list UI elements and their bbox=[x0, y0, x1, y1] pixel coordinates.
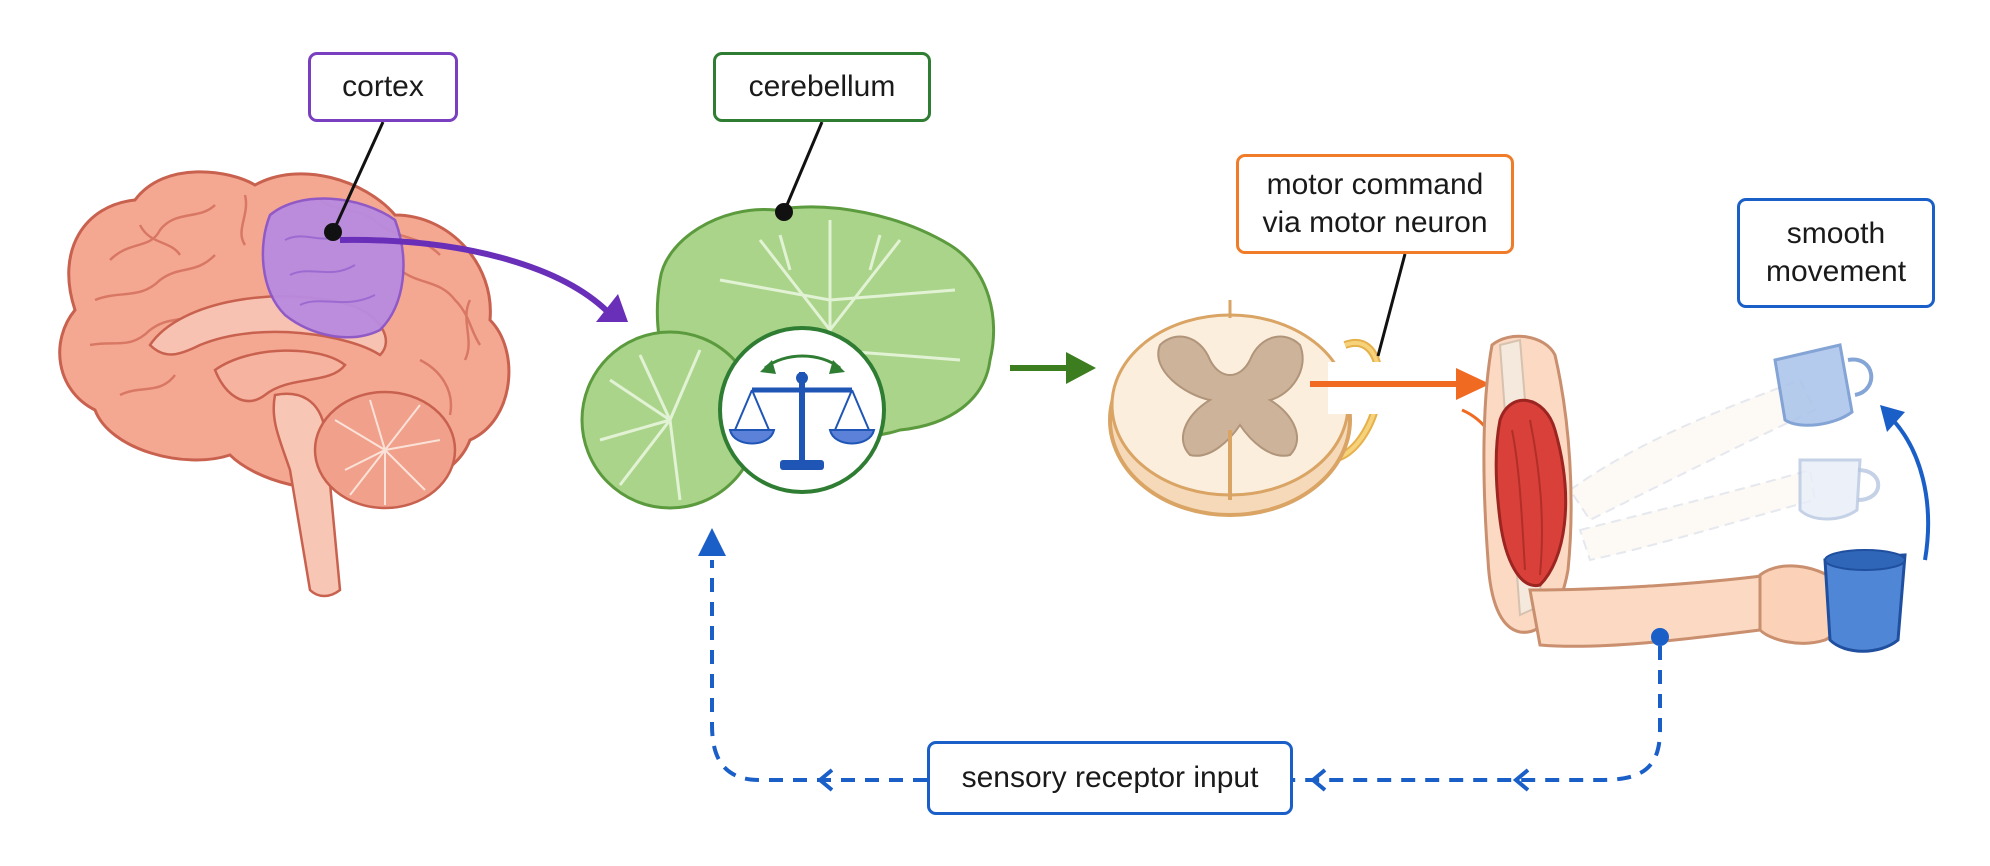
arm-muscle-illustration bbox=[1482, 334, 1846, 648]
motor-arrow-backdrop bbox=[1328, 362, 1448, 414]
motor-leader-line bbox=[1376, 253, 1407, 357]
cortex-leader-line bbox=[331, 121, 385, 233]
motor-command-label: motor command via motor neuron bbox=[1236, 154, 1514, 254]
cerebellum-leader-line bbox=[782, 121, 824, 213]
cerebellum-label: cerebellum bbox=[713, 52, 931, 122]
cortex-arrowhead bbox=[596, 294, 628, 322]
feedback-arrowhead bbox=[698, 528, 726, 556]
sensory-input-label: sensory receptor input bbox=[927, 741, 1293, 815]
movement-arrowhead bbox=[1880, 405, 1905, 432]
orange-arrowhead bbox=[1456, 368, 1490, 400]
cortex-label-text: cortex bbox=[342, 70, 424, 103]
sensory-receptor-dot bbox=[1651, 628, 1669, 646]
feedback-chevrons bbox=[816, 768, 1530, 792]
motor-command-label-text: motor command via motor neuron bbox=[1262, 168, 1488, 239]
cerebellum-illustration bbox=[580, 205, 996, 510]
cortex-pointer-dot bbox=[324, 223, 342, 241]
sensory-feedback-loop bbox=[710, 560, 1662, 782]
brain-illustration bbox=[58, 170, 511, 598]
smooth-movement-label-text: smooth movement bbox=[1765, 217, 1907, 288]
smooth-movement-label: smooth movement bbox=[1737, 198, 1935, 308]
cortex-label: cortex bbox=[308, 52, 458, 122]
green-arrowhead bbox=[1066, 352, 1096, 384]
balance-scale-icon bbox=[728, 354, 876, 470]
movement-path-arrow bbox=[1891, 418, 1931, 561]
cerebellum-label-text: cerebellum bbox=[748, 70, 896, 103]
cerebellum-pointer-dot bbox=[775, 203, 793, 221]
sensory-input-label-text: sensory receptor input bbox=[961, 761, 1259, 794]
cortex-to-cerebellum-arrow bbox=[339, 236, 611, 315]
cup-icon bbox=[1773, 343, 1907, 653]
